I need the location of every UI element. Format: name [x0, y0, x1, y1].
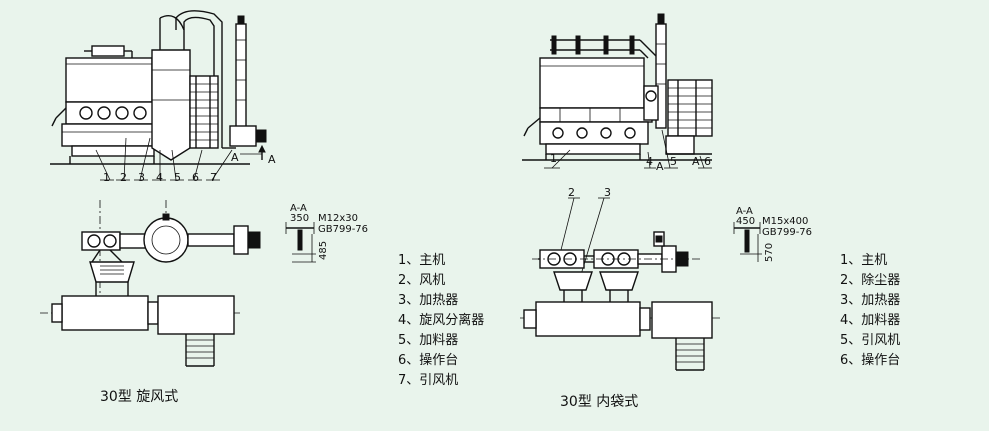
right-elevation-view: [522, 13, 713, 161]
right-legend-item-6: 6、操作台: [840, 352, 900, 368]
right-callout-5: 5: [670, 155, 677, 168]
left-section-mark-a: A: [231, 151, 239, 164]
left-legend-item-1: 1、主机: [398, 253, 445, 268]
right-callout-1: 1: [550, 152, 557, 165]
right-legend-item-2: 2、除尘器: [840, 273, 900, 288]
left-legend-item-7: 7、引风机: [398, 373, 458, 388]
right-section-title: A-A: [736, 206, 753, 217]
right-callout-3: 3: [604, 186, 611, 199]
left-caption: 30型 旋风式: [100, 389, 178, 405]
right-plan-view: [520, 231, 720, 371]
left-section-detail: [285, 222, 316, 263]
left-callout-1: 1: [103, 171, 110, 184]
right-legend: 1、主机 2、除尘器 3、加热器 4、加料器 5、引风机 6、操作台: [840, 253, 900, 368]
left-section-standard: GB799-76: [318, 224, 368, 235]
left-legend-item-2: 2、风机: [398, 273, 445, 288]
left-elevation-view: [50, 10, 267, 165]
right-section-height: 570: [764, 243, 775, 262]
right-section-mark-a-2: A: [692, 155, 700, 168]
left-legend-item-4: 4、旋风分离器: [398, 312, 484, 328]
left-callout-leaders: [95, 137, 233, 181]
left-callout-3: 3: [138, 171, 145, 184]
left-plan-view: [40, 200, 261, 367]
right-caption: 30型 内袋式: [560, 394, 638, 410]
right-legend-item-5: 5、引风机: [840, 333, 900, 348]
left-callout-2: 2: [120, 171, 127, 184]
right-section-bolt: M15x400: [762, 216, 808, 227]
right-callout-4: 4: [646, 155, 653, 168]
right-section-mark-a: A: [656, 160, 664, 173]
right-section-detail: [733, 222, 762, 262]
right-section-standard: GB799-76: [762, 227, 812, 238]
right-callout-6: 6: [704, 155, 711, 168]
left-legend: 1、主机 2、风机 3、加热器 4、旋风分离器 5、加料器 6、操作台 7、引风…: [398, 253, 484, 388]
right-section-width: 450: [736, 216, 755, 227]
left-legend-item-6: 6、操作台: [398, 352, 458, 368]
left-callout-6: 6: [192, 171, 199, 184]
left-legend-item-5: 5、加料器: [398, 333, 458, 348]
left-section-height: 485: [318, 241, 329, 260]
left-section-width: 350: [290, 213, 309, 224]
left-section-title: A-A: [290, 203, 307, 214]
right-legend-item-4: 4、加料器: [840, 313, 900, 328]
right-legend-item-1: 1、主机: [840, 253, 887, 268]
left-callout-7: 7: [210, 171, 217, 184]
left-legend-item-3: 3、加热器: [398, 293, 458, 308]
left-callout-4: 4: [156, 171, 163, 184]
left-callout-5: 5: [174, 171, 181, 184]
left-section-bolt: M12x30: [318, 213, 358, 224]
right-legend-item-3: 3、加热器: [840, 293, 900, 308]
left-section-mark-a-arrow: A: [268, 153, 276, 166]
right-callout-2: 2: [568, 186, 575, 199]
